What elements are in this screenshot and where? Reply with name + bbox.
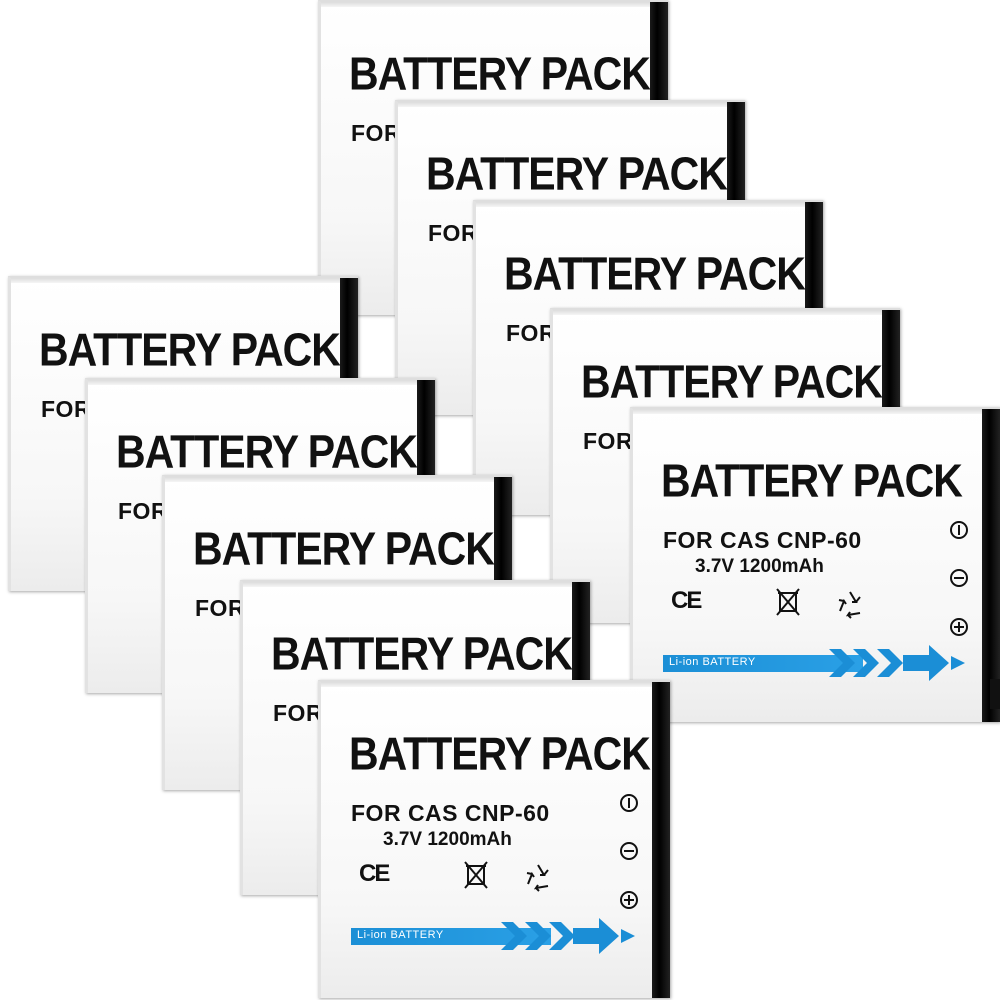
ce-mark-icon: CE xyxy=(671,587,702,614)
stripe-label: Li-ion BATTERY xyxy=(669,656,756,668)
battery-title: BATTERY PACK xyxy=(349,48,651,100)
minus-terminal-icon xyxy=(620,842,638,860)
battery-title: BATTERY PACK xyxy=(39,324,341,376)
ground-terminal-icon xyxy=(620,891,638,909)
chevron-arrow-icon xyxy=(877,649,903,677)
battery-title: BATTERY PACK xyxy=(661,455,963,507)
battery-spec-line: 3.7V 1200mAh xyxy=(695,556,824,577)
battery-title: BATTERY PACK xyxy=(504,248,806,300)
triangle-marker-icon xyxy=(951,656,965,670)
battery-spec-line: 3.7V 1200mAh xyxy=(383,829,512,850)
li-ion-stripe: Li-ion BATTERY xyxy=(351,928,551,945)
battery-title: BATTERY PACK xyxy=(349,728,651,780)
plus-terminal-icon xyxy=(620,794,638,812)
battery-pack-front-right: BATTERY PACK FOR CAS CNP-60 3.7V 1200mAh… xyxy=(630,407,1000,722)
triangle-marker-icon xyxy=(621,929,635,943)
recycle-icon xyxy=(526,864,549,892)
minus-terminal-icon xyxy=(950,569,968,587)
ground-terminal-icon xyxy=(950,618,968,636)
recycle-icon xyxy=(838,591,861,619)
battery-title: BATTERY PACK xyxy=(581,356,883,408)
battery-edge xyxy=(652,682,670,998)
arrow-icon xyxy=(573,918,619,954)
battery-model-line: FOR CAS CNP-60 xyxy=(351,800,550,826)
battery-title: BATTERY PACK xyxy=(271,628,573,680)
stripe-label: Li-ion BATTERY xyxy=(357,929,444,941)
chevron-arrow-icon xyxy=(829,649,855,677)
battery-title: BATTERY PACK xyxy=(116,426,418,478)
li-ion-stripe: Li-ion BATTERY xyxy=(663,655,863,672)
battery-model-line: FOR CAS CNP-60 xyxy=(663,527,862,553)
weee-bin-icon xyxy=(464,861,488,889)
weee-bin-icon xyxy=(776,588,800,616)
battery-edge xyxy=(982,409,1000,722)
plus-terminal-icon xyxy=(950,521,968,539)
battery-title: BATTERY PACK xyxy=(193,523,495,575)
chevron-arrow-icon xyxy=(549,922,575,950)
battery-pack-front-bottom: BATTERY PACK FOR CAS CNP-60 3.7V 1200mAh… xyxy=(318,680,670,998)
chevron-arrow-icon xyxy=(853,649,879,677)
battery-side-tab xyxy=(990,679,1000,709)
battery-title: BATTERY PACK xyxy=(426,148,728,200)
arrow-icon xyxy=(903,645,949,681)
ce-mark-icon: CE xyxy=(359,860,390,887)
chevron-arrow-icon xyxy=(525,922,551,950)
chevron-arrow-icon xyxy=(501,922,527,950)
